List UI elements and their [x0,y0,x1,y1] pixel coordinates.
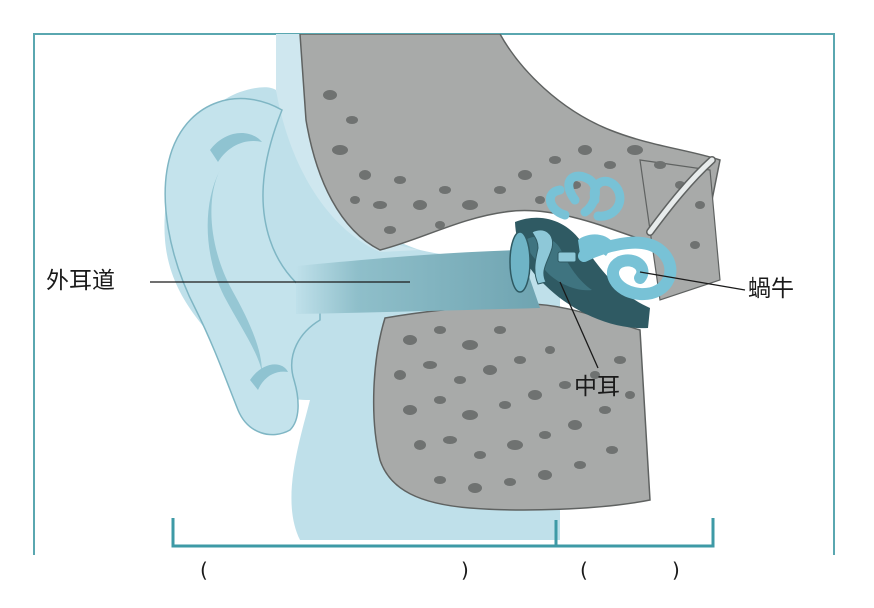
pinna [164,97,321,436]
answer-blank-right-open: ( [580,558,588,582]
leader-cochlea [639,271,746,291]
eardrum [509,231,531,293]
right-bone [639,159,721,301]
label-outer-canal: 外耳道 [46,268,115,294]
answer-blank-left-close: ) [461,558,469,582]
ear-canal [296,250,540,314]
label-cochlea: 蝸牛 [748,276,794,302]
ossicles [531,229,554,285]
bone-pores [323,90,705,493]
inner-ear [546,171,625,221]
pinna-fold [210,132,262,162]
pinna-fold-inner [207,170,262,372]
cochlea [578,236,677,301]
earlobe-fold [250,364,288,390]
leader-middle-ear [559,281,599,369]
answer-blank-left-open: ( [200,558,208,582]
vestibule [578,234,614,256]
nerve-tube-inner [647,157,715,235]
stapes [557,251,577,263]
section-brackets [171,518,715,548]
label-middle-ear: 中耳 [574,374,620,400]
answer-blank-right-close: ) [672,558,680,582]
